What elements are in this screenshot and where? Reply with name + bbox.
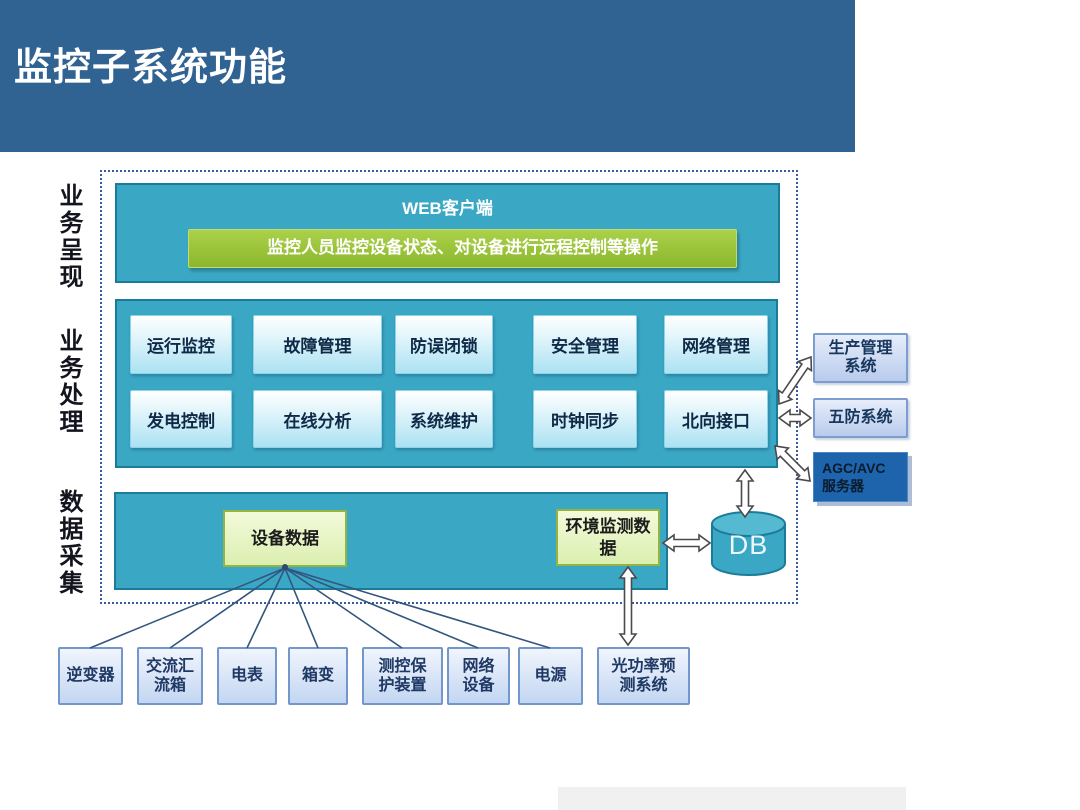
device-inverter: 逆变器 <box>58 647 123 705</box>
footer-strip <box>558 787 906 810</box>
function-clock-sync: 时钟同步 <box>533 390 637 448</box>
web-client-description-banner: 监控人员监控设备状态、对设备进行远程控制等操作 <box>188 229 737 268</box>
device-network-equipment: 网络 设备 <box>447 647 510 705</box>
external-wufang-system: 五防系统 <box>813 398 908 438</box>
function-fault-management: 故障管理 <box>253 315 382 374</box>
slide-header: 监控子系统功能 <box>0 0 855 152</box>
device-ac-combiner-box: 交流汇 流箱 <box>137 647 203 705</box>
page-title: 监控子系统功能 <box>14 47 288 89</box>
function-generation-control: 发电控制 <box>130 390 232 448</box>
layer-label-collection: 数据采集 <box>55 489 82 597</box>
device-data-box: 设备数据 <box>223 510 347 567</box>
device-box-transformer: 箱变 <box>288 647 348 705</box>
device-protection-device: 测控保 护装置 <box>362 647 443 705</box>
function-online-analysis: 在线分析 <box>253 390 382 448</box>
layer-label-presentation: 业务呈现 <box>55 183 82 291</box>
function-network-management: 网络管理 <box>664 315 768 374</box>
external-production-management-system: 生产管理 系统 <box>813 333 908 383</box>
solar-power-forecast-system: 光功率预 测系统 <box>597 647 690 705</box>
function-mistake-lockout: 防误闭锁 <box>395 315 493 374</box>
device-meter: 电表 <box>217 647 277 705</box>
web-client-title: WEB客户端 <box>402 199 493 218</box>
layer-label-processing: 业务处理 <box>55 328 82 436</box>
function-security-management: 安全管理 <box>533 315 637 374</box>
web-client-panel: WEB客户端 监控人员监控设备状态、对设备进行远程控制等操作 <box>115 183 780 283</box>
function-run-monitoring: 运行监控 <box>130 315 232 374</box>
external-agc-avc-server: AGC/AVC 服务器 <box>813 452 908 502</box>
data-collection-panel: 设备数据 环境监测数 据 <box>114 492 668 590</box>
function-system-maintenance: 系统维护 <box>395 390 493 448</box>
business-processing-panel: 运行监控 故障管理 防误闭锁 安全管理 网络管理 发电控制 在线分析 系统维护 … <box>115 299 778 468</box>
environment-data-box: 环境监测数 据 <box>556 509 660 566</box>
function-northbound-interface: 北向接口 <box>664 390 768 448</box>
device-power-supply: 电源 <box>518 647 583 705</box>
database-label: DB <box>728 530 769 560</box>
